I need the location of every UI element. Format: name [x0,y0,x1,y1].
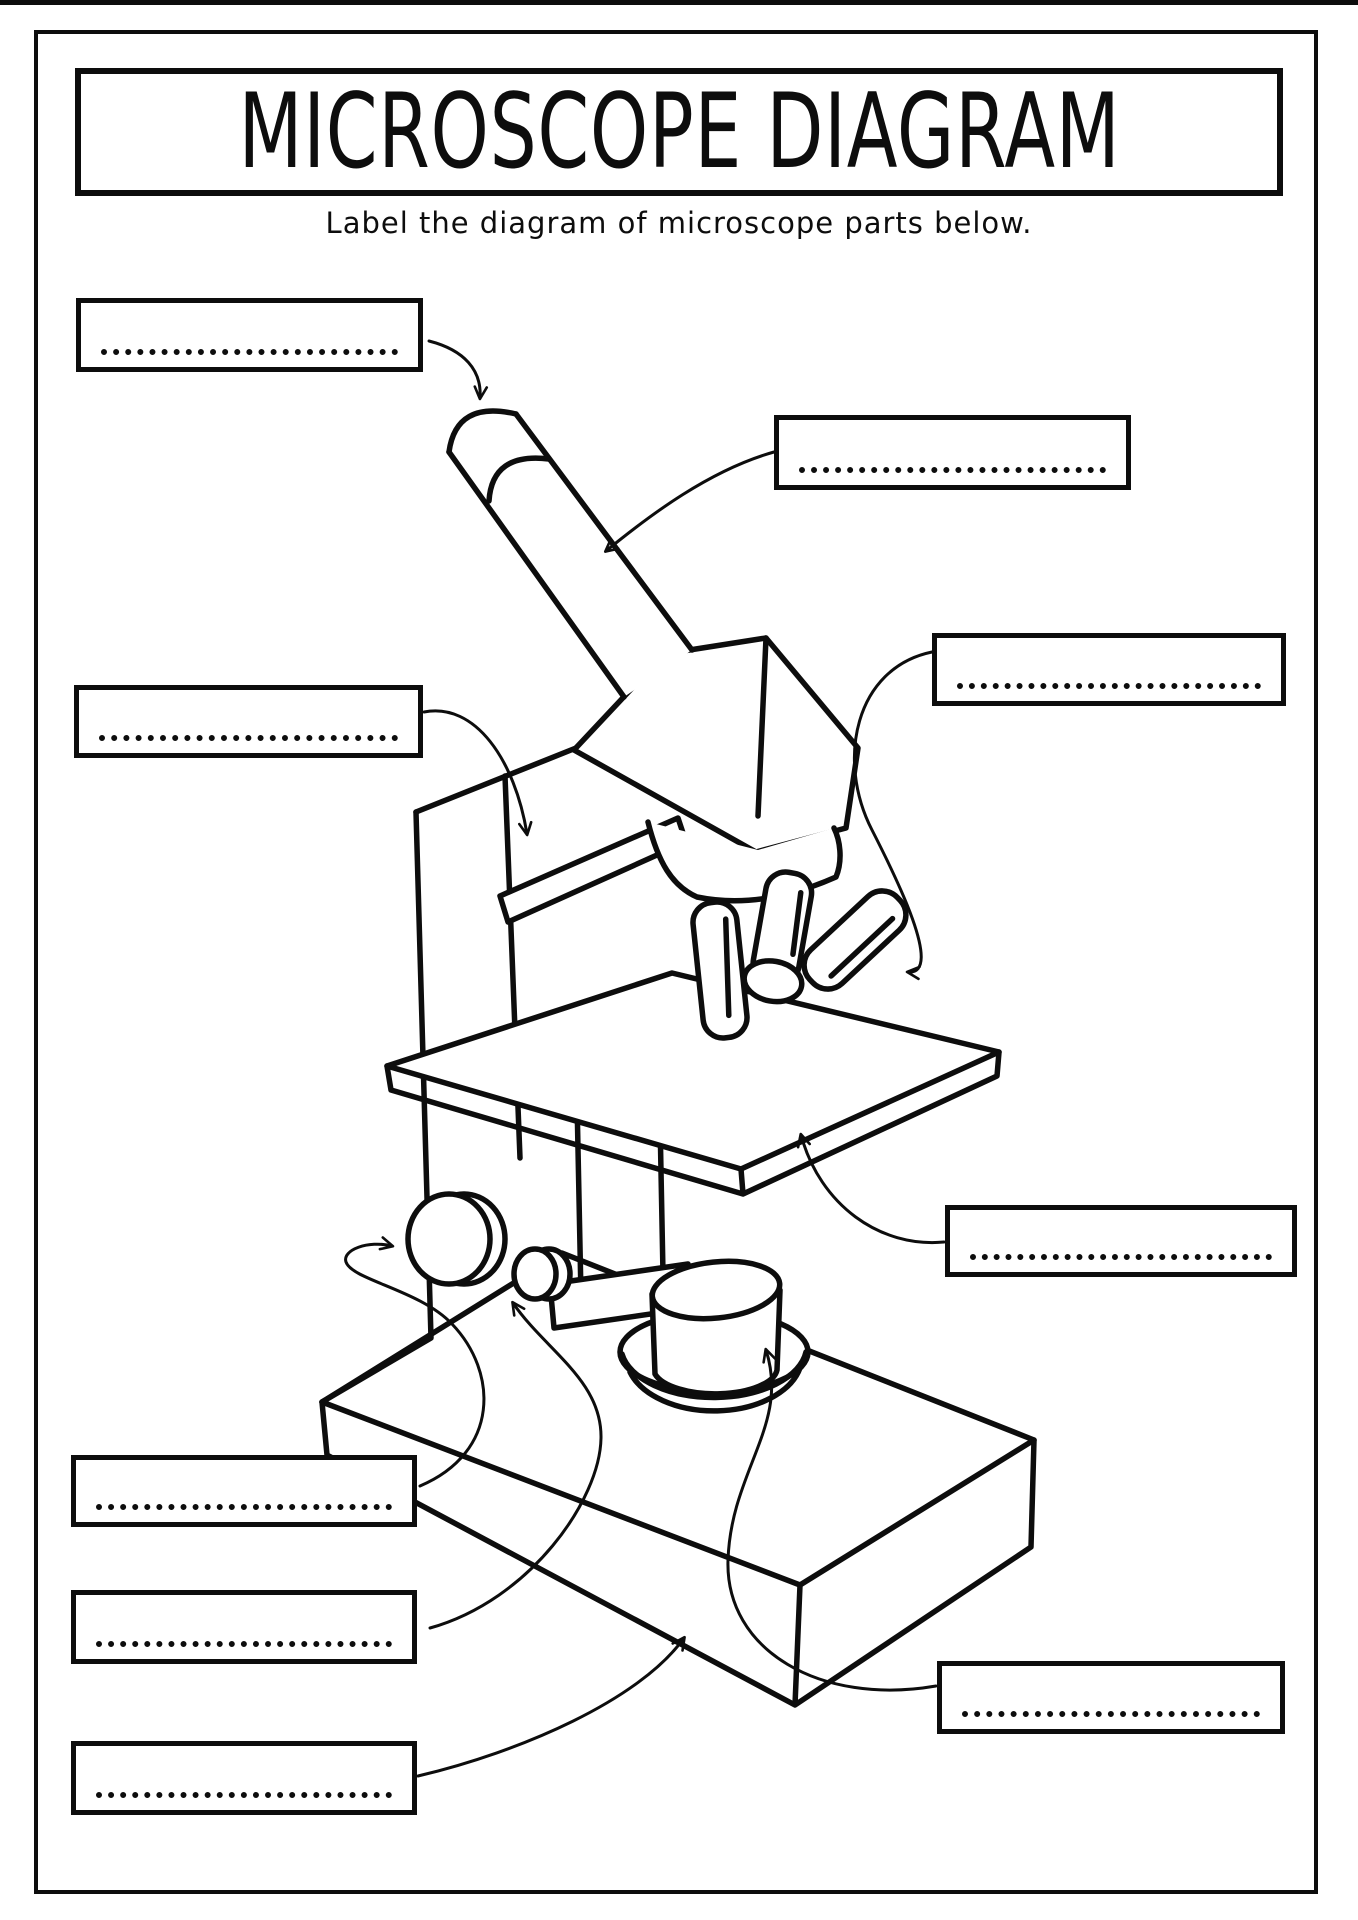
arrow-to-objectives [852,650,934,981]
arrow-to-eyepiece [427,339,489,401]
answer-line [96,1792,392,1798]
arrow-to-arm [422,709,533,837]
answer-line [970,1254,1272,1260]
title-box: MICROSCOPE DIAGRAM [75,68,1283,196]
label-box-8[interactable] [937,1661,1285,1734]
arrow-to-fine-knob [428,1300,603,1630]
objective-low [690,899,750,1041]
fine-focus-knob [511,1246,573,1302]
label-box-7[interactable] [71,1590,417,1664]
label-box-1[interactable] [76,298,423,372]
answer-line [99,735,398,741]
answer-line [962,1711,1260,1717]
answer-line [799,467,1106,473]
objective-high [801,888,909,992]
answer-line [96,1504,392,1510]
answer-line [96,1641,392,1647]
page-top-edge [0,0,1358,5]
label-box-9[interactable] [71,1741,417,1815]
arrow-to-body-tube [603,450,776,553]
coarse-focus-knob [405,1191,508,1287]
arrow-to-stage [796,1132,946,1245]
answer-line [101,349,398,355]
objective-lenses [690,869,909,1041]
arrow-to-base [416,1635,686,1778]
page-border [34,30,1318,1894]
eyepiece-rim [486,455,552,504]
label-box-2[interactable] [774,415,1131,490]
label-box-6[interactable] [71,1455,417,1527]
answer-line [957,683,1261,689]
eyepiece-tube [446,408,695,700]
stage [384,970,1002,1197]
eyepiece [446,408,519,455]
arrow-to-illuminator [726,1347,938,1692]
page-title: MICROSCOPE DIAGRAM [238,71,1121,192]
subtitle: Label the diagram of microscope parts be… [325,206,1033,240]
base [319,1250,1037,1708]
label-box-3[interactable] [932,633,1286,706]
objective-mid [741,869,815,1005]
illuminator [617,1258,811,1414]
arrow-to-coarse-knob [344,1236,486,1488]
label-box-4[interactable] [74,685,423,758]
label-box-5[interactable] [945,1205,1297,1277]
